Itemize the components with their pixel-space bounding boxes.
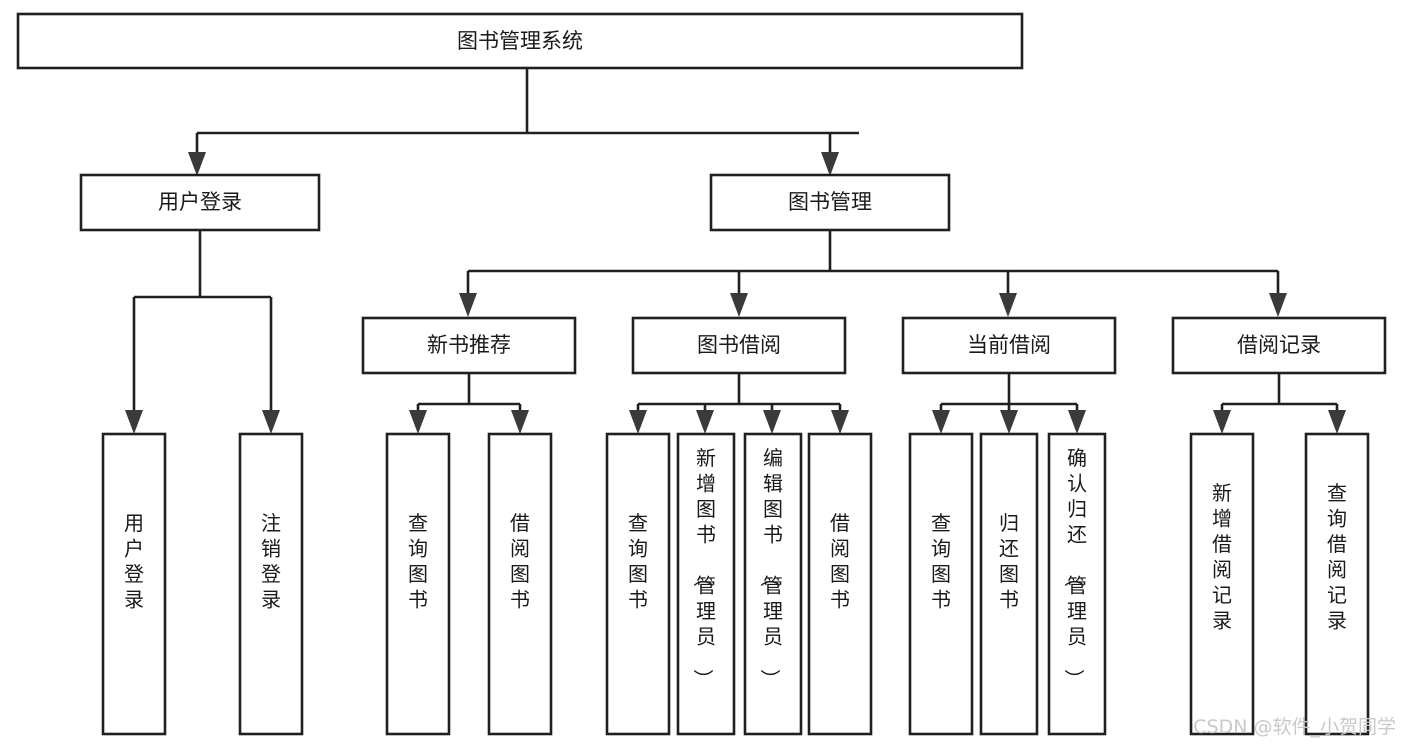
node-leaf-confirm-return[interactable]: 确认归还（管理员）	[1047, 432, 1107, 736]
node-leaf-add-record[interactable]: 新增借阅记录	[1189, 432, 1255, 736]
leaf-query-book-1-box[interactable]	[385, 432, 451, 736]
leaf-borrow-book-1-label: 借阅图书	[510, 511, 530, 612]
connector-book-manage-to-level3	[459, 230, 1287, 317]
leaf-query-record-label: 查询借阅记录	[1327, 481, 1347, 633]
node-leaf-borrow-book-2[interactable]: 借阅图书	[807, 432, 873, 736]
leaf-return-book-label: 归还图书	[999, 511, 1019, 612]
node-book-manage[interactable]: 图书管理	[709, 173, 951, 232]
node-leaf-edit-book[interactable]: 编辑图书（管理员）	[743, 432, 803, 736]
current-borrow-box[interactable]	[901, 316, 1117, 375]
user-login-label: 用户登录	[158, 190, 242, 214]
leaf-confirm-return-label: 确认归还（管理员）	[1062, 446, 1087, 689]
arrow-head-book-manage	[821, 152, 839, 176]
arrow-head-edit-book	[763, 410, 781, 434]
node-leaf-query-book-2[interactable]: 查询图书	[605, 432, 671, 736]
node-leaf-query-record[interactable]: 查询借阅记录	[1304, 432, 1370, 736]
book-manage-label: 图书管理	[788, 190, 872, 214]
leaf-query-book-2-label: 查询图书	[628, 511, 648, 612]
node-borrow-record[interactable]: 借阅记录	[1171, 316, 1387, 375]
leaf-edit-book-box[interactable]	[743, 432, 803, 736]
leaf-query-book-3-box[interactable]	[908, 432, 974, 736]
leaf-borrow-book-2-box[interactable]	[807, 432, 873, 736]
node-book-borrow[interactable]: 图书借阅	[631, 316, 847, 375]
leaf-return-book-box[interactable]	[979, 432, 1039, 736]
arrow-head-b2	[831, 410, 849, 434]
arrow-head-query-record	[1328, 410, 1346, 434]
arrow-head-current-borrow	[999, 293, 1017, 317]
arrow-head-b1	[511, 410, 529, 434]
leaf-query-book-2-box[interactable]	[605, 432, 671, 736]
arrow-head-leaf-logout	[262, 410, 280, 434]
node-root[interactable]: 图书管理系统	[16, 12, 1024, 70]
node-leaf-logout-login[interactable]: 注销登录	[238, 432, 304, 736]
leaf-query-book-3-label: 查询图书	[931, 511, 951, 612]
borrow-record-label: 借阅记录	[1237, 333, 1321, 357]
csdn-watermark: CSDN @软件_小贺同学	[1193, 716, 1396, 738]
leaf-add-book-label: 新增图书（管理员）	[691, 446, 716, 689]
arrow-head-add-book	[696, 410, 714, 434]
leaf-add-record-box[interactable]	[1189, 432, 1255, 736]
arrow-head-leaf-user-login	[125, 410, 143, 434]
arrow-head-add-record	[1213, 410, 1231, 434]
new-book-rec-label: 新书推荐	[427, 333, 511, 357]
node-current-borrow[interactable]: 当前借阅	[901, 316, 1117, 375]
leaf-edit-book-label: 编辑图书（管理员）	[758, 446, 783, 689]
leaf-user-login-box[interactable]	[101, 432, 167, 736]
book-manage-box[interactable]	[709, 173, 951, 232]
leaf-logout-login-box[interactable]	[238, 432, 304, 736]
borrow-record-box[interactable]	[1171, 316, 1387, 375]
connector-borrow-record-to-leaves	[1213, 373, 1346, 434]
leaf-add-record-label: 新增借阅记录	[1212, 481, 1232, 633]
book-borrow-box[interactable]	[631, 316, 847, 375]
arrow-head-q3	[932, 410, 950, 434]
leaf-logout-login-label: 注销登录	[261, 511, 281, 612]
connector-new-book-rec-to-leaves	[409, 373, 529, 434]
node-leaf-query-book-3[interactable]: 查询图书	[908, 432, 974, 736]
arrow-head-q1	[409, 410, 427, 434]
root-box[interactable]	[16, 12, 1024, 70]
node-leaf-borrow-book-1[interactable]: 借阅图书	[487, 432, 553, 736]
leaf-borrow-book-2-label: 借阅图书	[830, 511, 850, 612]
root-label: 图书管理系统	[457, 29, 583, 53]
arrow-head-borrow-record	[1269, 293, 1287, 317]
book-borrow-label: 图书借阅	[697, 333, 781, 357]
connector-current-borrow-to-leaves	[932, 373, 1086, 434]
connector-root-to-level2	[188, 68, 859, 176]
node-leaf-add-book[interactable]: 新增图书（管理员）	[676, 432, 736, 736]
node-leaf-return-book[interactable]: 归还图书	[979, 432, 1039, 736]
node-new-book-rec[interactable]: 新书推荐	[361, 316, 577, 375]
leaf-query-book-1-label: 查询图书	[408, 511, 428, 612]
node-leaf-user-login[interactable]: 用户登录	[101, 432, 167, 736]
new-book-rec-box[interactable]	[361, 316, 577, 375]
leaf-add-book-box[interactable]	[676, 432, 736, 736]
leaf-user-login-label: 用户登录	[124, 511, 144, 612]
leaf-borrow-book-1-box[interactable]	[487, 432, 553, 736]
leaf-query-record-box[interactable]	[1304, 432, 1370, 736]
leaf-confirm-return-box[interactable]	[1047, 432, 1107, 736]
node-user-login[interactable]: 用户登录	[79, 173, 321, 232]
node-leaf-query-book-1[interactable]: 查询图书	[385, 432, 451, 736]
arrow-head-user-login	[188, 152, 206, 176]
arrow-head-return-book	[1000, 410, 1018, 434]
arrow-head-book-borrow	[730, 293, 748, 317]
connector-user-login-to-leaves	[125, 230, 280, 434]
arrow-head-new-book-rec	[459, 293, 477, 317]
current-borrow-label: 当前借阅	[967, 333, 1051, 357]
connector-book-borrow-to-leaves	[629, 373, 849, 434]
arrow-head-confirm-return	[1068, 410, 1086, 434]
arrow-head-q2	[629, 410, 647, 434]
